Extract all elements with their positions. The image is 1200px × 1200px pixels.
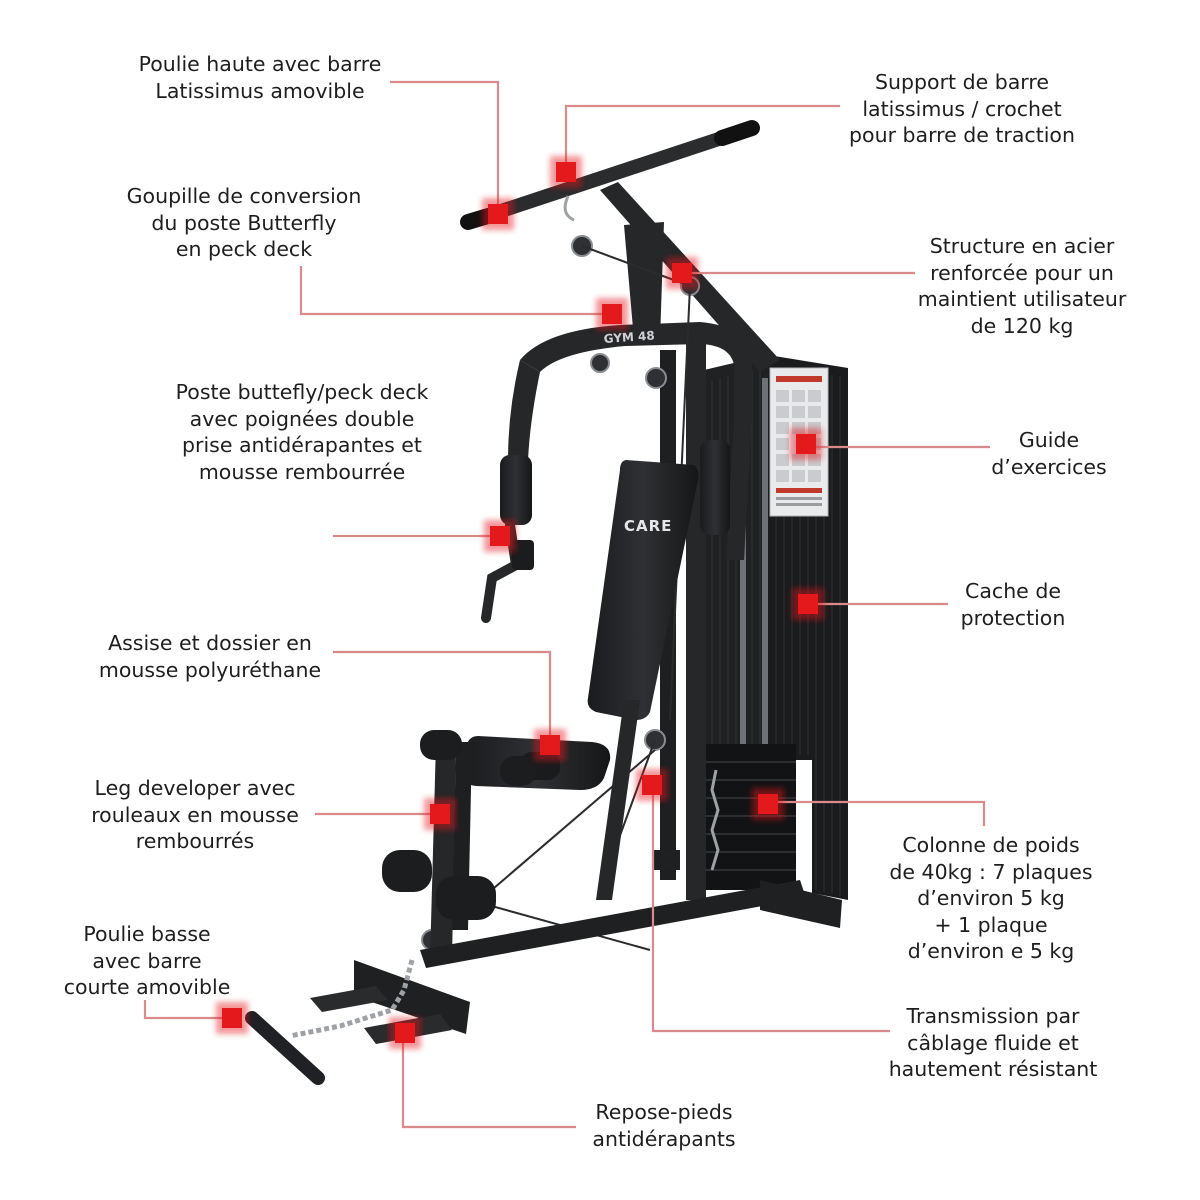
- marker-seat-backrest: [534, 729, 566, 761]
- label-seat-backrest: Assise et dossier en mousse polyuréthane: [98, 631, 322, 682]
- label-footrests: Repose-pieds antidérapants: [592, 1100, 736, 1151]
- marker-cable-transmission: [636, 769, 668, 801]
- line-footrests: [401, 1032, 576, 1129]
- line-cable-transmission: [651, 783, 890, 1033]
- line-weight-stack: [768, 800, 986, 826]
- label-weight-stack: Colonne de poids de 40kg : 7 plaques d’e…: [889, 833, 1093, 963]
- label-lat-bar-support: Support de barre latissimus / crochet po…: [849, 70, 1075, 147]
- label-leg-developer: Leg developer avec rouleaux en mousse re…: [91, 776, 299, 853]
- label-low-pulley: Poulie basse avec barre courte amovible: [63, 922, 231, 999]
- label-butterfly-station: Poste buttefly/peck deck avec poignées d…: [175, 380, 429, 484]
- label-steel-frame: Structure en acier renforcée pour un mai…: [917, 234, 1127, 338]
- marker-footrests: [389, 1017, 421, 1049]
- marker-weight-stack: [752, 788, 784, 820]
- butterfly-pad-right: [700, 440, 730, 535]
- marker-exercise-guide: [790, 428, 822, 460]
- seat-support: [596, 700, 640, 900]
- label-cable-transmission: Transmission par câblage fluide et haute…: [888, 1004, 1098, 1081]
- line-high-pulley: [390, 80, 500, 212]
- low-pulley-bar: [245, 959, 415, 1085]
- line-seat-backrest: [333, 650, 552, 745]
- brand-logo: CARE: [624, 517, 672, 535]
- label-high-pulley: Poulie haute avec barre Latissimus amovi…: [138, 52, 382, 103]
- model-badge: GYM 48: [603, 328, 655, 346]
- backrest: CARE: [587, 460, 699, 720]
- callout-markers: [216, 156, 824, 1049]
- marker-butterfly-station: [484, 520, 516, 552]
- marker-protection-cover: [792, 588, 824, 620]
- leg-developer-frame: [430, 742, 472, 960]
- callout-lines: [143, 80, 990, 1129]
- marker-steel-frame: [666, 257, 698, 289]
- label-exercise-guide: Guide d’exercices: [991, 428, 1107, 479]
- label-protection-cover: Cache de protection: [960, 579, 1066, 630]
- line-low-pulley: [143, 1000, 232, 1020]
- leg-rollers: [382, 730, 536, 920]
- marker-leg-developer: [424, 798, 456, 830]
- marker-low-pulley: [216, 1002, 248, 1034]
- line-lat-bar-support: [564, 104, 840, 170]
- label-conversion-pin: Goupille de conversion du poste Butterfl…: [126, 184, 362, 261]
- marker-lat-bar-support: [550, 156, 582, 188]
- marker-conversion-pin: [596, 298, 628, 330]
- marker-high-pulley: [482, 198, 514, 230]
- line-conversion-pin: [299, 266, 612, 316]
- home-gym-machine: GYM 48: [245, 120, 848, 1085]
